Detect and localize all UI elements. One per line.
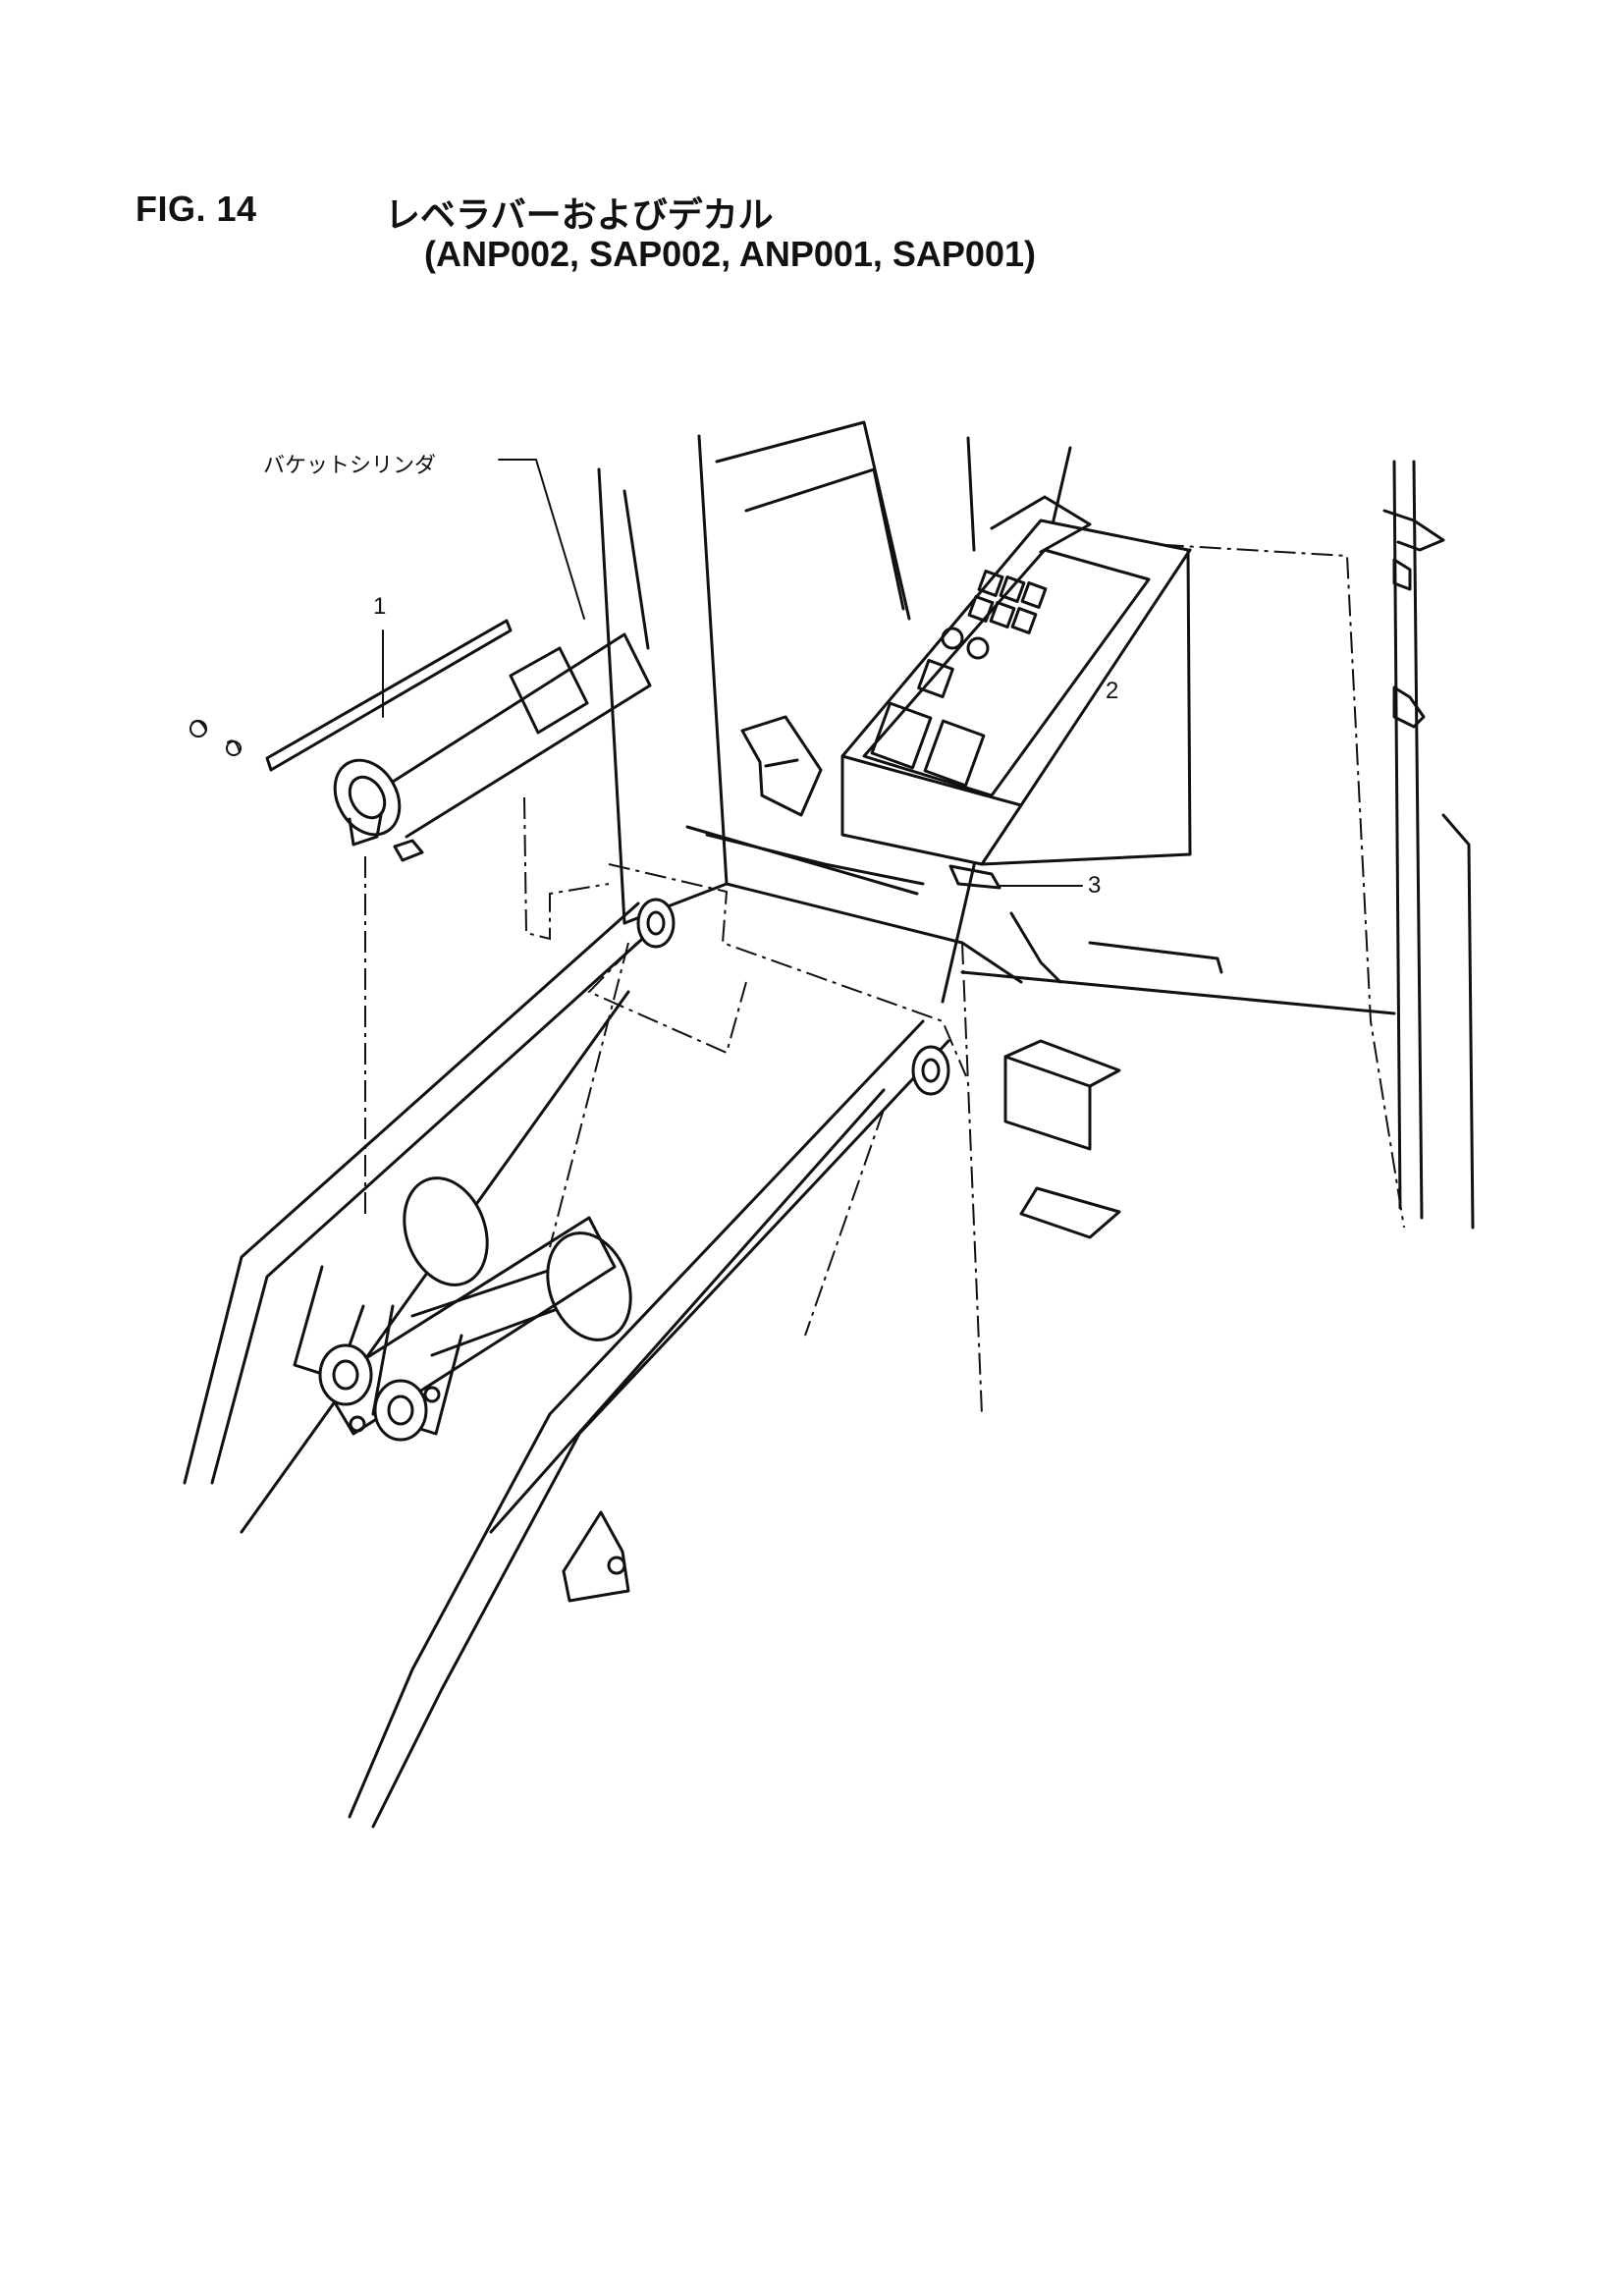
leveler-bar (189, 619, 513, 772)
figure-title: レベラバーおよびデカル (385, 195, 774, 236)
seat-area (705, 715, 1121, 1239)
loader-boom (183, 898, 950, 1829)
bucket-cylinder-label: バケットシリンダ (263, 454, 437, 478)
hidden-lines (364, 537, 1405, 1415)
bucket-cylinder (333, 489, 652, 862)
decal-3-marker (948, 864, 1001, 890)
figure-subtitle: (ANP002, SAP002, ANP001, SAP001) (424, 234, 1036, 274)
callout-2: 2 (1106, 678, 1119, 704)
cabin-door (1382, 460, 1475, 1230)
callout-3: 3 (1088, 872, 1102, 899)
control-console (840, 495, 1192, 866)
figure-number: FIG. 14 (135, 189, 257, 229)
callout-1: 1 (373, 593, 387, 620)
